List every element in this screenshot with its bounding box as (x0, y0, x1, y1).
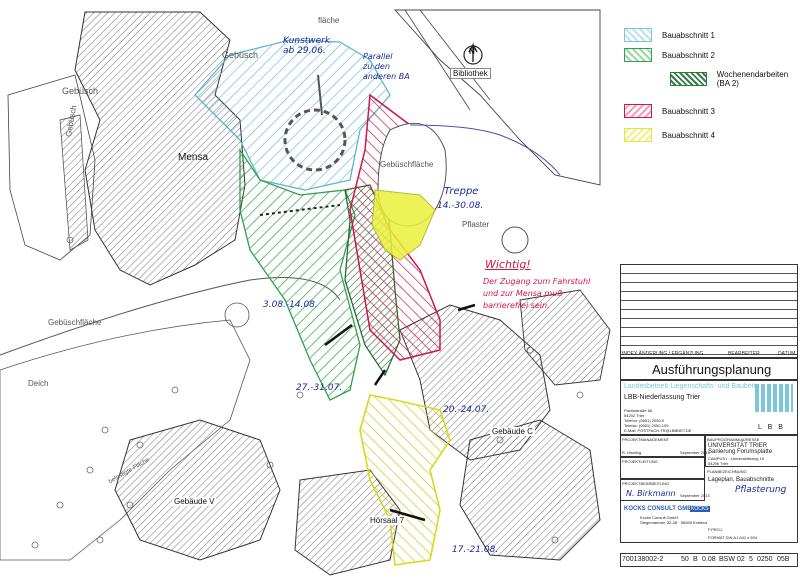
company-name: KOCKS CONSULT GMBH (624, 506, 696, 512)
company-logo: KOCKS (690, 506, 710, 512)
lbb-logo-text: L B B (758, 424, 785, 431)
num-1: 700138002-2 (622, 556, 664, 563)
bearbeiter-header: BEARBEITER (728, 351, 760, 357)
label-bibliothek: Bibliothek (450, 68, 491, 79)
pb-date: September 2013 (680, 493, 710, 498)
bibliothek-outline (393, 9, 601, 186)
label-gebusch-top: Gebüsch (222, 50, 259, 60)
label-north: N (469, 47, 475, 56)
tree-symbols (31, 236, 584, 549)
note-wichtig: Wichtig! (485, 258, 531, 271)
org-line-1: Landesbetrieb Liegenschafts- und Baubetr… (624, 383, 776, 390)
note-date-ba4-bottom: 17.-21.08. (452, 545, 499, 555)
note-date-ba4-top: 20.-24.07. (443, 405, 490, 415)
num-3: B (693, 556, 698, 563)
plan-name-hand: Pflasterung (735, 485, 787, 495)
bauabschnitt-2-area (239, 147, 361, 401)
num-5: BSW (719, 556, 735, 563)
legend-swatch-ba4 (624, 128, 652, 142)
num-6: 02 (737, 556, 745, 563)
label-horsaal: Hörsaal 7 (368, 516, 407, 525)
note-date-ba2-top: 3.08.-14.08. (263, 300, 318, 310)
pflaster-circle (501, 226, 529, 254)
projektmanagement-label: PROJEKTMANAGEMENT (622, 437, 670, 442)
legend-item-ba1: Bauabschnitt 1 (624, 28, 715, 42)
number-row (620, 553, 798, 567)
label-gebusch-left: Gebüsch (62, 86, 99, 96)
kunstwerk-circle (283, 108, 347, 172)
mensa-building (74, 11, 246, 286)
north-arrow-icon (468, 42, 478, 62)
label-flache-top: fläche (318, 16, 340, 25)
format-label: FORMAT DIN A1 841 x 594 (708, 535, 757, 540)
revision-header: INDEX ÄNDERUNG / ERGÄNZUNG (622, 351, 704, 357)
gebaude-v-building (114, 419, 281, 561)
boundary-line (409, 124, 561, 176)
small-circle (224, 302, 250, 328)
pm-name: R. Hissling (622, 450, 642, 455)
legend-item-ba2: Bauabschnitt 2 (624, 48, 715, 62)
label-gebuschflache-left: Gebüschfläche (48, 318, 102, 327)
label-deich: Deich (28, 379, 49, 388)
treppe-area (371, 189, 436, 261)
note-date-ba2-bottom: 27.-31.07. (296, 383, 343, 393)
scale-label: F.PROJ. (708, 527, 723, 532)
datum-header: DATUM (778, 351, 796, 357)
legend-item-ba4: Bauabschnitt 4 (624, 128, 715, 142)
legend-swatch-wochenende (670, 72, 707, 86)
note-treppe: Treppe (444, 186, 479, 197)
num-2: 50 (681, 556, 689, 563)
right-building (459, 419, 601, 561)
bauabschnitt-4-area (359, 394, 451, 566)
bauprogramm-label: BAUPROGRAMM/ADRESSE (707, 437, 760, 442)
lbb-logo (755, 384, 793, 412)
num-7: 5 (749, 556, 753, 563)
org-line-2: LBB-Niederlassung Trier (624, 394, 701, 401)
revision-table (620, 264, 798, 358)
plan-title: Ausführungsplanung (652, 362, 772, 377)
label-gebuschflache-center: Gebüschfläche (380, 160, 434, 169)
label-gebaude-v: Gebäude V (172, 497, 217, 506)
projektbearbeitung-label: PROJEKTBEARBEITUNG (622, 481, 670, 486)
plan-name: Lageplan, Bauabschnitte (708, 477, 775, 483)
pm-date: September 2013 (680, 450, 710, 455)
title-box (620, 358, 798, 380)
legend-item-ba3: Bauabschnitt 3 (624, 104, 715, 118)
legend-swatch-ba2 (624, 48, 652, 62)
num-4: 0.08 (702, 556, 716, 563)
project-box (620, 435, 798, 543)
projektleitung-label: PROJEKTLEITUNG (622, 459, 658, 464)
dotted-line (259, 204, 341, 216)
building-strip-inner (59, 114, 89, 251)
right-small-building (519, 289, 611, 386)
label-pflaster: Pflaster (462, 220, 490, 229)
legend-swatch-ba3 (624, 104, 652, 118)
num-9: 05B (777, 556, 790, 563)
note-treppe-date: 14.-30.08. (437, 201, 484, 211)
label-mensa: Mensa (178, 152, 209, 163)
pb-name: N. Birkmann (626, 489, 676, 498)
legend-item-wochenende: Wochenendarbeiten (BA 2) (670, 70, 800, 88)
legend-swatch-ba1 (624, 28, 652, 42)
planbezeichnung-label: PLANBEZEICHNUNG (707, 469, 747, 474)
num-8: 0250 (757, 556, 773, 563)
label-gebaude-c: Gebäude C (490, 427, 535, 436)
